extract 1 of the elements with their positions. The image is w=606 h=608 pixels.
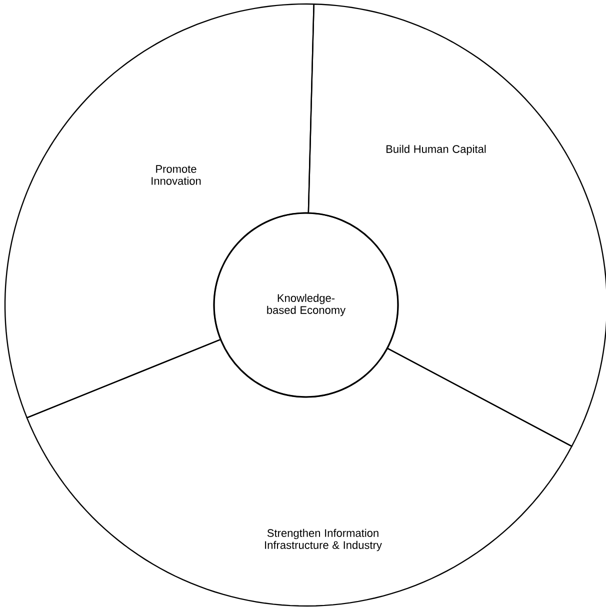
- ring-segment: Strengthen Information Infrastructure & Industry: [26, 338, 573, 607]
